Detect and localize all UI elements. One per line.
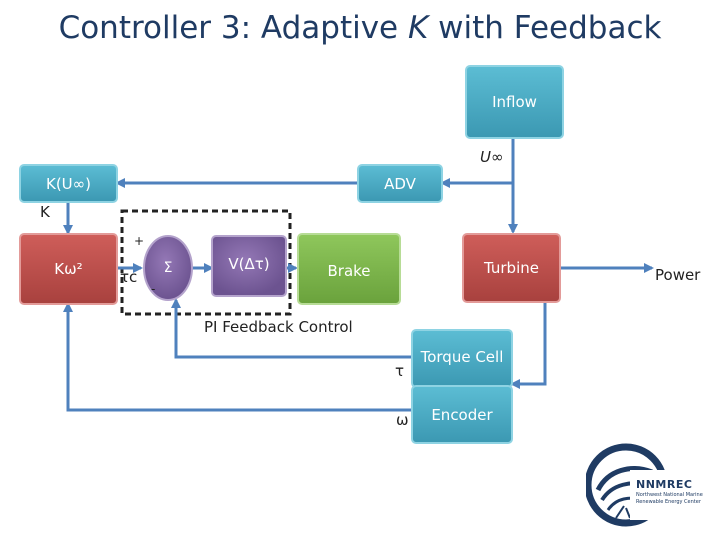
- arrow-omega-to-kw2: [63, 302, 412, 412]
- tau-c-label: τc: [120, 268, 138, 286]
- pi-controller-boundary: [120, 209, 292, 316]
- kuinf-label: K(U∞): [45, 174, 91, 193]
- title-prefix: Controller 3: Adaptive: [58, 10, 408, 46]
- sigma-label: Σ: [163, 260, 173, 276]
- arrow-turbine-to-torquecell: [510, 302, 547, 389]
- kw2-block: [19, 233, 118, 305]
- adv-label: ADV: [384, 174, 416, 193]
- turbine-label: Turbine: [484, 259, 539, 277]
- pi-feedback-label: PI Feedback Control: [204, 318, 353, 336]
- kw2-label: Kω²: [54, 260, 83, 278]
- v-dtau-block: [211, 235, 287, 297]
- slide-title: Controller 3: Adaptive K with Feedback: [0, 10, 720, 46]
- v-dtau-label: V(Δτ): [228, 255, 270, 273]
- minus-sign: -: [151, 282, 156, 296]
- title-suffix: with Feedback: [428, 10, 662, 46]
- logo-subtitle: Northwest National Marine Renewable Ener…: [636, 492, 703, 505]
- kuinf-block: [19, 164, 118, 203]
- logo-name: NNMREC: [636, 478, 693, 491]
- tau-label: τ: [395, 362, 405, 380]
- torquecell-label: Torque Cell: [420, 348, 504, 366]
- connectors: [63, 138, 654, 412]
- nnmrec-logo: [586, 443, 710, 527]
- omega-label: ω: [396, 411, 409, 429]
- adv-block: [357, 164, 443, 203]
- power-label: Power: [655, 266, 701, 284]
- inflow-label: Inflow: [492, 93, 537, 111]
- sigma-junction: [143, 235, 193, 301]
- k-label: K: [40, 203, 50, 221]
- plus-sign: +: [134, 234, 145, 248]
- encoder-block: [411, 385, 513, 444]
- encoder-label: Encoder: [431, 405, 493, 424]
- title-italic: K: [407, 10, 429, 46]
- turbine-block: [462, 233, 561, 303]
- inflow-block: [465, 65, 564, 139]
- brake-block: [297, 233, 401, 305]
- u-inf-label: U∞: [480, 148, 504, 166]
- arrow-tau-to-sigma: [171, 298, 412, 359]
- brake-label: Brake: [327, 262, 371, 280]
